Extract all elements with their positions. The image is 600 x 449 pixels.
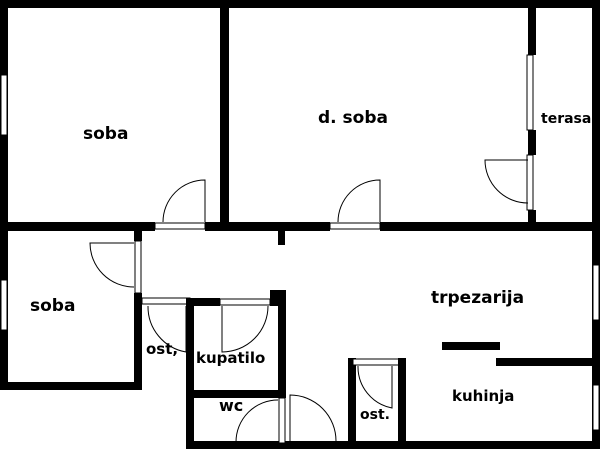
door-swing-bath [221,305,269,353]
outer-wall-bottom-right [190,441,600,449]
door-frame-soba [154,222,206,230]
wall-soba-dsoba [220,0,229,228]
wall-bath-top-left [190,298,220,306]
room-label-kuhinja: kuhinja [452,387,515,405]
wall-bath-wc-divider [190,390,285,398]
door-frame-ost2 [352,358,404,366]
door-swing-hall [289,394,337,442]
wall-dsoba-terasa-upper [528,0,536,55]
counter-bar [442,342,500,350]
window-terrace-2 [526,154,534,211]
room-label-d-soba: d. soba [318,108,388,128]
wall-horizontal-upper-c [380,222,600,231]
room-label-ost-1: ost, [146,340,179,358]
door-swing-dsoba [337,179,381,223]
pillar [278,231,285,245]
wall-kitchen-top [496,358,600,366]
door-frame-bath [219,298,271,306]
door-swing-terasa [484,159,529,204]
room-label-wc: wc [219,396,244,415]
door-swing-soba [162,179,206,223]
room-label-trpezarija: trpezarija [431,288,525,308]
door-frame-wc [278,397,286,444]
room-label-kupatilo: kupatilo [196,349,266,367]
wall-bath-left [186,298,194,449]
door-swing-ost2 [357,365,393,409]
wall-ost2-kitchen [398,358,406,449]
door-swing-soba2 [89,242,135,288]
room-label-terasa: terasa [541,111,592,127]
wall-horizontal-upper-a [0,222,155,231]
room-label-soba-1: soba [83,124,129,144]
wall-dsoba-terasa-mid [528,130,536,155]
wall-ost2-left [348,358,356,449]
door-frame-ost1 [141,297,191,305]
wall-dsoba-terasa-lower [528,210,536,230]
outer-wall-top [0,0,600,8]
window-left-upper [0,74,8,136]
window-right-kitchen [592,384,600,431]
wall-soba2-right-lower [134,293,142,390]
wall-soba2-right-upper [134,231,142,241]
room-label-soba-2: soba [30,296,76,316]
wall-kitchen-top-left [398,358,403,366]
door-swing-ost1 [147,305,187,353]
door-frame-dsoba [329,222,381,230]
room-label-ost-2: ost. [360,407,390,423]
door-swing-wc [235,399,279,443]
window-left-lower [0,279,8,331]
wall-bath-right [278,290,286,398]
window-right-dining [592,264,600,321]
window-terrace [526,54,534,131]
wall-horizontal-upper-b [205,222,330,231]
door-frame-soba2 [134,240,142,294]
outer-wall-bottom-left [0,382,142,390]
